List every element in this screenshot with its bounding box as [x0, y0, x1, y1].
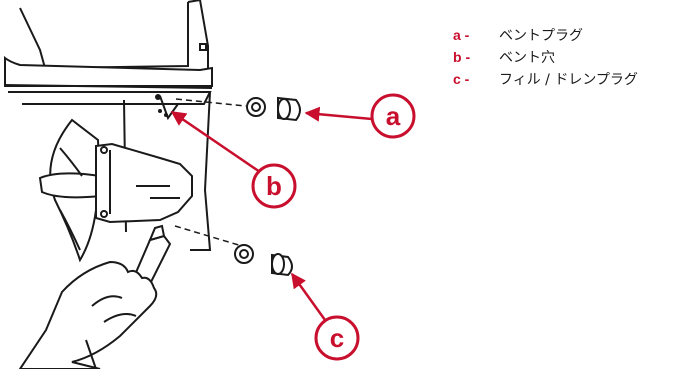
callout-a: a — [370, 93, 416, 139]
callout-c-label: c — [330, 323, 344, 353]
legend-item-b: b - ベント穴 — [453, 46, 638, 68]
drain-plug-assembly — [234, 244, 293, 277]
legend-text-c: フィル / ドレンプラグ — [499, 72, 638, 88]
legend: a - ベントプラグ b - ベント穴 c - フィル / ドレンプラグ — [453, 24, 638, 90]
legend-key-a: a - — [453, 27, 470, 43]
propeller — [38, 118, 107, 263]
callout-b: b — [251, 163, 297, 209]
legend-item-a: a - ベントプラグ — [453, 24, 638, 46]
exploded-lines — [174, 98, 247, 247]
callout-arrows — [170, 106, 373, 321]
outboard-housing — [3, 0, 213, 251]
callout-c: c — [314, 315, 360, 361]
vent-plug-assembly — [246, 96, 301, 122]
legend-item-c: c - フィル / ドレンプラグ — [453, 68, 638, 90]
callout-b-label: b — [266, 171, 282, 201]
legend-key-c: c - — [453, 71, 470, 87]
hand-with-tube — [18, 224, 172, 369]
gearcase — [95, 142, 210, 251]
legend-text-b: ベント穴 — [499, 50, 555, 66]
callout-a-label: a — [386, 101, 401, 131]
legend-text-a: ベントプラグ — [499, 28, 583, 44]
legend-key-b: b - — [453, 49, 471, 65]
vent-hole — [155, 94, 168, 117]
